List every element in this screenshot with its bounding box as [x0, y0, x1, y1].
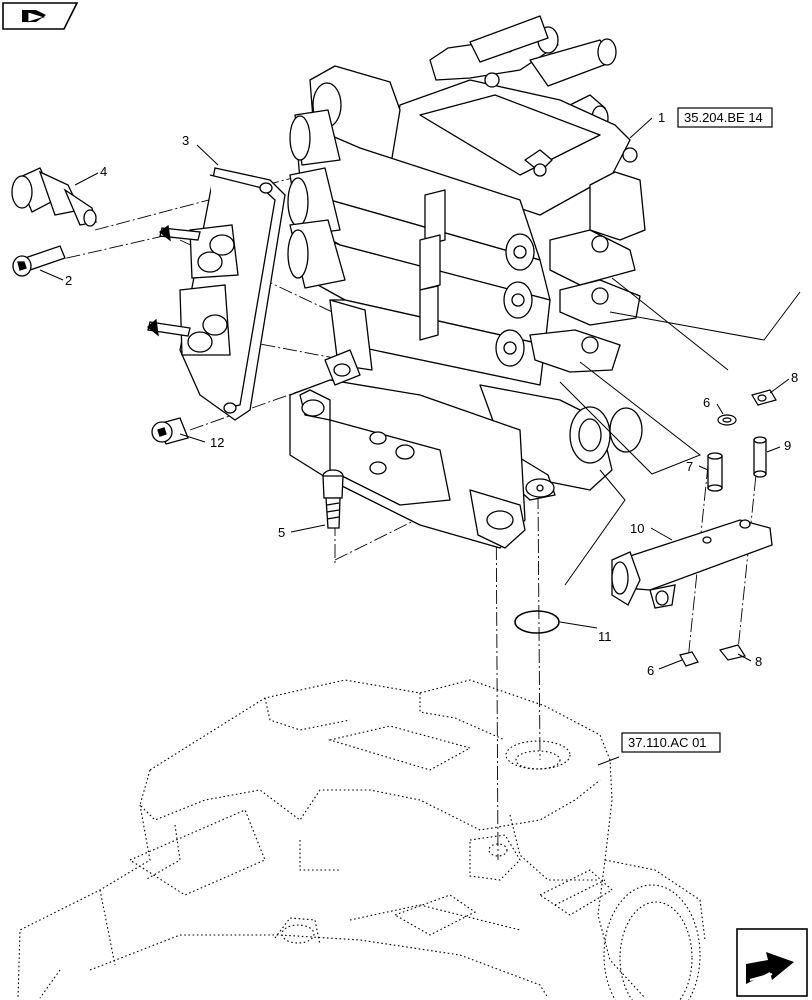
reference-link-35-204[interactable]: 35.204.BE 14 — [677, 107, 773, 128]
callout-8-lower: 8 — [755, 654, 762, 669]
reference-label-37-110: 37.110.AC 01 — [628, 735, 707, 750]
callout-3: 3 — [182, 133, 189, 148]
part-6-clip-lower — [679, 651, 699, 667]
callout-4: 4 — [100, 164, 107, 179]
part-12-screw — [151, 417, 189, 445]
part-4-fitting — [11, 167, 97, 227]
part-6-clip-upper — [717, 414, 737, 426]
control-valve-assembly — [287, 15, 646, 549]
callout-12: 12 — [210, 435, 224, 450]
lift-housing-outline — [17, 679, 706, 1000]
callout-8-upper: 8 — [791, 370, 798, 385]
part-2-screw — [12, 245, 66, 277]
part-8-clip-upper — [751, 389, 777, 406]
part-7-pin — [707, 452, 723, 492]
part-11-o-ring — [514, 610, 560, 634]
callout-5: 5 — [278, 525, 285, 540]
part-3-plate — [146, 167, 286, 421]
leader-lines — [39, 117, 801, 766]
part-8-clip-lower — [718, 644, 746, 661]
callout-2: 2 — [65, 273, 72, 288]
callout-9: 9 — [784, 438, 791, 453]
callout-6-upper: 6 — [703, 395, 710, 410]
next-page-arrow-icon[interactable] — [736, 928, 808, 997]
callout-7: 7 — [686, 459, 693, 474]
reference-link-37-110[interactable]: 37.110.AC 01 — [621, 732, 721, 753]
book-flag-icon[interactable] — [2, 2, 79, 30]
callout-11: 11 — [598, 629, 612, 644]
part-10-linkage — [611, 519, 773, 609]
part-5-screw — [322, 469, 344, 529]
callout-labels: 1 2 3 4 5 6 6 7 8 8 9 10 11 12 — [65, 110, 798, 678]
part-9-pin — [753, 436, 767, 478]
reference-label-35-204: 35.204.BE 14 — [684, 110, 763, 125]
callout-10: 10 — [630, 521, 644, 536]
callout-6-lower: 6 — [647, 663, 654, 678]
callout-1: 1 — [658, 110, 665, 125]
